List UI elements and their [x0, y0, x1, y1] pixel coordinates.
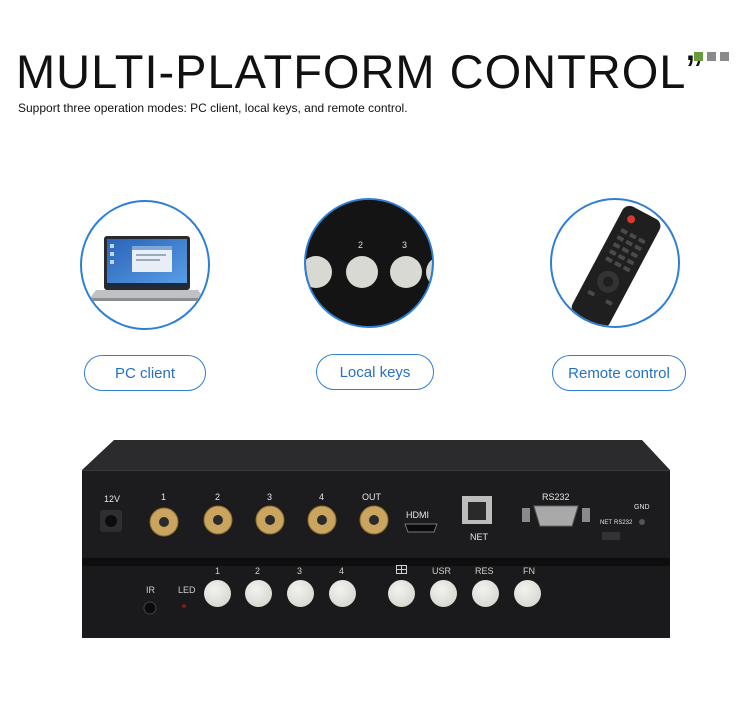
- usr-label: USR: [432, 566, 452, 576]
- net-label: NET: [470, 532, 488, 542]
- remote-control-button[interactable]: Remote control: [552, 355, 686, 391]
- keypad-icon: [306, 200, 432, 326]
- key-2-button[interactable]: [245, 580, 272, 607]
- led-label: LED: [178, 585, 196, 595]
- pc-client-button[interactable]: PC client: [84, 355, 206, 391]
- key-4-button[interactable]: [329, 580, 356, 607]
- page-title: MULTI-PLATFORM CONTROL”: [16, 45, 704, 98]
- key-1-button[interactable]: [204, 580, 231, 607]
- green-square-icon: [694, 52, 703, 61]
- key-3-button[interactable]: [287, 580, 314, 607]
- quad-layout-icon: [396, 565, 407, 574]
- res-label: RES: [475, 566, 494, 576]
- remote-control-icon: [571, 205, 661, 326]
- gray-square-icon: [720, 52, 729, 61]
- key-label-3: 3: [297, 566, 303, 576]
- layout-button[interactable]: [388, 580, 415, 607]
- local-keys-image: 2 3: [304, 198, 434, 328]
- fn-button[interactable]: [514, 580, 541, 607]
- key-label-3: 3: [402, 240, 408, 250]
- ir-label: IR: [146, 585, 155, 595]
- switch-label-rs232: RS232: [614, 520, 633, 526]
- key-label-2: 2: [358, 240, 364, 250]
- rs232-label: RS232: [542, 492, 570, 502]
- remote-control-image: [550, 198, 680, 328]
- bnc-label-out: OUT: [362, 492, 381, 502]
- local-keys-button[interactable]: Local keys: [316, 354, 434, 390]
- power-label: 12V: [104, 494, 121, 504]
- key-label-2: 2: [255, 566, 261, 576]
- laptop-icon: [90, 236, 204, 301]
- video-switcher-device: 12V 1 2 3 4 OUT HDMI NET RS232 NET RS232…: [82, 440, 670, 640]
- usr-button[interactable]: [430, 580, 457, 607]
- accent-dots: [694, 52, 729, 61]
- switch-label-net: NET: [600, 520, 612, 526]
- bnc-label-4: 4: [319, 492, 325, 502]
- bnc-label-3: 3: [267, 492, 273, 502]
- gnd-label: GND: [634, 504, 650, 511]
- gray-square-icon: [707, 52, 716, 61]
- device-chassis: [82, 440, 670, 638]
- page-subtitle: Support three operation modes: PC client…: [18, 101, 408, 115]
- fn-label: FN: [523, 566, 535, 576]
- hdmi-label: HDMI: [406, 510, 429, 520]
- res-button[interactable]: [472, 580, 499, 607]
- bnc-label-1: 1: [161, 492, 167, 502]
- pc-client-image: [80, 200, 210, 330]
- key-label-4: 4: [339, 566, 345, 576]
- key-label-1: 1: [215, 566, 221, 576]
- bnc-label-2: 2: [215, 492, 221, 502]
